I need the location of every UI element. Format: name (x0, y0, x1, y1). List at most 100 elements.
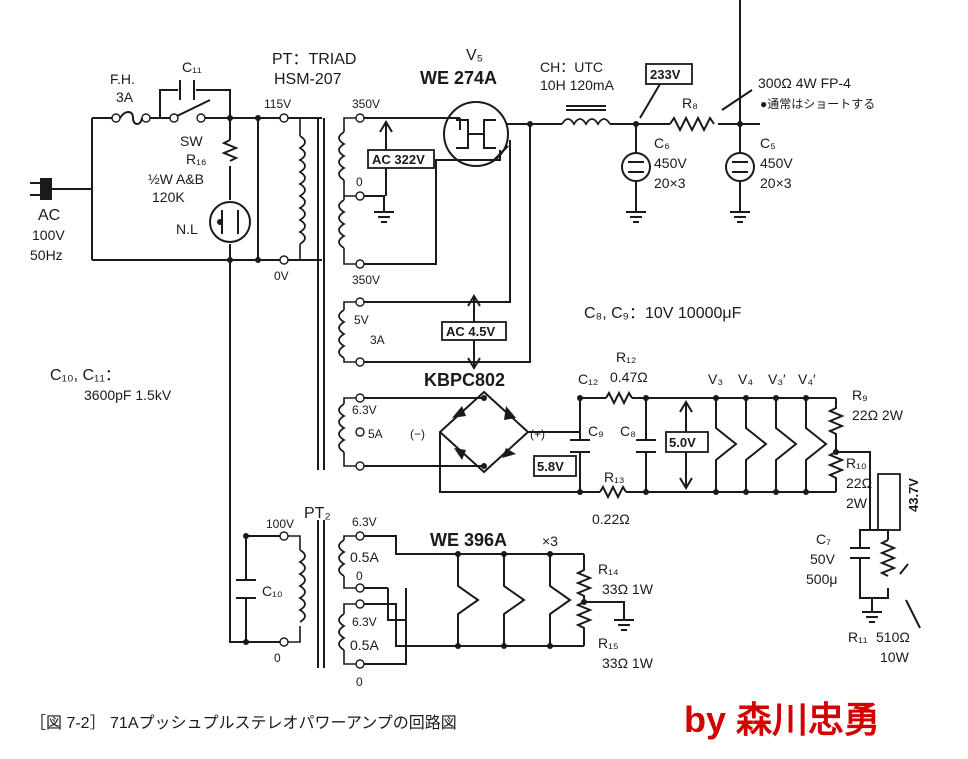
label-r16-val1: ½W A&B (148, 171, 204, 187)
label-ch1: CH：UTC (540, 59, 603, 75)
label-r11: R₁₁ (848, 629, 868, 645)
label-c11: C₁₁ (182, 59, 202, 75)
hv-wiring (364, 117, 562, 363)
label-r8-note: ●通常はショートする (760, 97, 875, 111)
label-c5-v: 450V (760, 155, 793, 171)
label-233v: 233V (650, 67, 681, 82)
label-fh: F.H. (110, 71, 135, 87)
label-r12: R₁₂ (616, 349, 636, 365)
label-0-c: 0 (356, 569, 363, 583)
heater-bus (570, 390, 871, 530)
transformer-pt2 (229, 260, 365, 669)
label-v3p: V₃′ (768, 371, 786, 387)
label-ac2: 100V (32, 227, 65, 243)
choke-ch (561, 105, 670, 126)
label-r16: R₁₆ (186, 151, 206, 167)
label-0-d: 0 (356, 675, 363, 689)
ground-ct (364, 195, 394, 223)
label-v4p: V₄′ (798, 371, 816, 387)
label-we396a-count: ×3 (542, 533, 558, 549)
fuse-holder (111, 111, 151, 125)
author-signature: by 森川忠勇 (684, 699, 880, 740)
figure-caption: ［図 7-2］ 71Aプッシュプルステレオパワーアンプの回路図 (30, 714, 457, 732)
label-r14: R₁₄ (598, 561, 619, 577)
label-c10c11-b: 3600pF 1.5kV (84, 387, 172, 403)
label-c7-v: 50V (810, 551, 836, 567)
label-c10: C₁₀ (262, 583, 283, 599)
capacitor-c5 (725, 124, 755, 223)
capacitor-c11 (179, 80, 195, 100)
voltage-box-5v0 (665, 431, 709, 453)
label-r10-val2: 2W (846, 495, 868, 511)
label-r11-val: 510Ω (876, 629, 910, 645)
label-c7: C₇ (816, 531, 831, 547)
label-v4: V₄ (738, 371, 753, 387)
label-6v3-a: 6.3V (352, 403, 377, 417)
label-r15-val: 33Ω 1W (602, 655, 654, 671)
label-r9-val: 22Ω 2W (852, 407, 904, 423)
label-c6: C₆ (654, 135, 670, 151)
mains-wiring (91, 89, 322, 261)
label-r9: R₉ (852, 387, 868, 403)
label-minus: (−) (410, 427, 425, 441)
label-ac322v: AC 322V (372, 152, 425, 167)
label-r11-w: 10W (880, 649, 910, 665)
label-0: 0 (356, 175, 363, 189)
label-5a: 5A (368, 427, 383, 441)
label-0-b: 0 (274, 651, 281, 665)
label-350v-a: 350V (352, 97, 380, 111)
voltage-box-ac45 (441, 294, 507, 370)
label-05a-a: 0.5A (350, 549, 379, 565)
label-sw: SW (180, 133, 203, 149)
power-transformer (279, 113, 365, 471)
power-switch (169, 99, 211, 123)
label-6v3-b: 6.3V (352, 515, 377, 529)
ac-plug (30, 178, 92, 200)
label-c8: C₈ (620, 423, 636, 439)
label-5v8: 5.8V (537, 459, 564, 474)
label-350v-b: 350V (352, 273, 380, 287)
label-43v7: 43.7V (906, 478, 921, 512)
label-6v3-c: 6.3V (352, 615, 377, 629)
label-ch2: 10H 120mA (540, 77, 615, 93)
label-pt2: HSM-207 (274, 71, 342, 88)
label-c12: C₁₂ (578, 371, 598, 387)
label-r8: R₈ (682, 95, 698, 111)
label-100v: 100V (266, 517, 294, 531)
label-c6-c: 20×3 (654, 175, 686, 191)
label-r12-val: 0.47Ω (610, 369, 648, 385)
label-kbpc802: KBPC802 (424, 370, 505, 390)
label-3a: 3A (370, 333, 385, 347)
label-nl: N.L (176, 221, 198, 237)
label-c5-c: 20×3 (760, 175, 792, 191)
capacitor-c6 (621, 124, 651, 223)
label-c8c9: C₈, C₉：10V 10000μF (584, 305, 742, 322)
label-r14-val: 33Ω 1W (602, 581, 654, 597)
label-5v: 5V (354, 313, 369, 327)
label-c9: C₉ (588, 423, 604, 439)
label-c10c11-a: C₁₀, C₁₁： (50, 367, 121, 384)
label-v3: V₃ (708, 371, 723, 387)
voltage-box-233v (639, 63, 693, 119)
label-r10-val1: 22Ω (846, 475, 872, 491)
label-5v0: 5.0V (669, 435, 696, 450)
label-pt2-name: PT₂ (304, 505, 331, 522)
label-05a-b: 0.5A (350, 637, 379, 653)
label-we274a: WE 274A (420, 68, 497, 88)
label-fh-val: 3A (116, 89, 134, 105)
label-r15: R₁₅ (598, 635, 618, 651)
label-r16-val2: 120K (152, 189, 185, 205)
label-115v: 115V (264, 97, 291, 111)
heater-we396a (364, 535, 634, 665)
rectifier-tube-v5 (443, 101, 509, 167)
label-ac1: AC (38, 207, 60, 224)
neon-lamp (209, 201, 251, 243)
label-ac45v: AC 4.5V (446, 324, 495, 339)
label-c7-c: 500μ (806, 571, 837, 587)
label-r10: R₁₀ (846, 455, 867, 471)
label-we396a: WE 396A (430, 530, 507, 550)
label-0v: 0V (274, 269, 289, 283)
label-pt1: PT：TRIAD (272, 51, 356, 68)
